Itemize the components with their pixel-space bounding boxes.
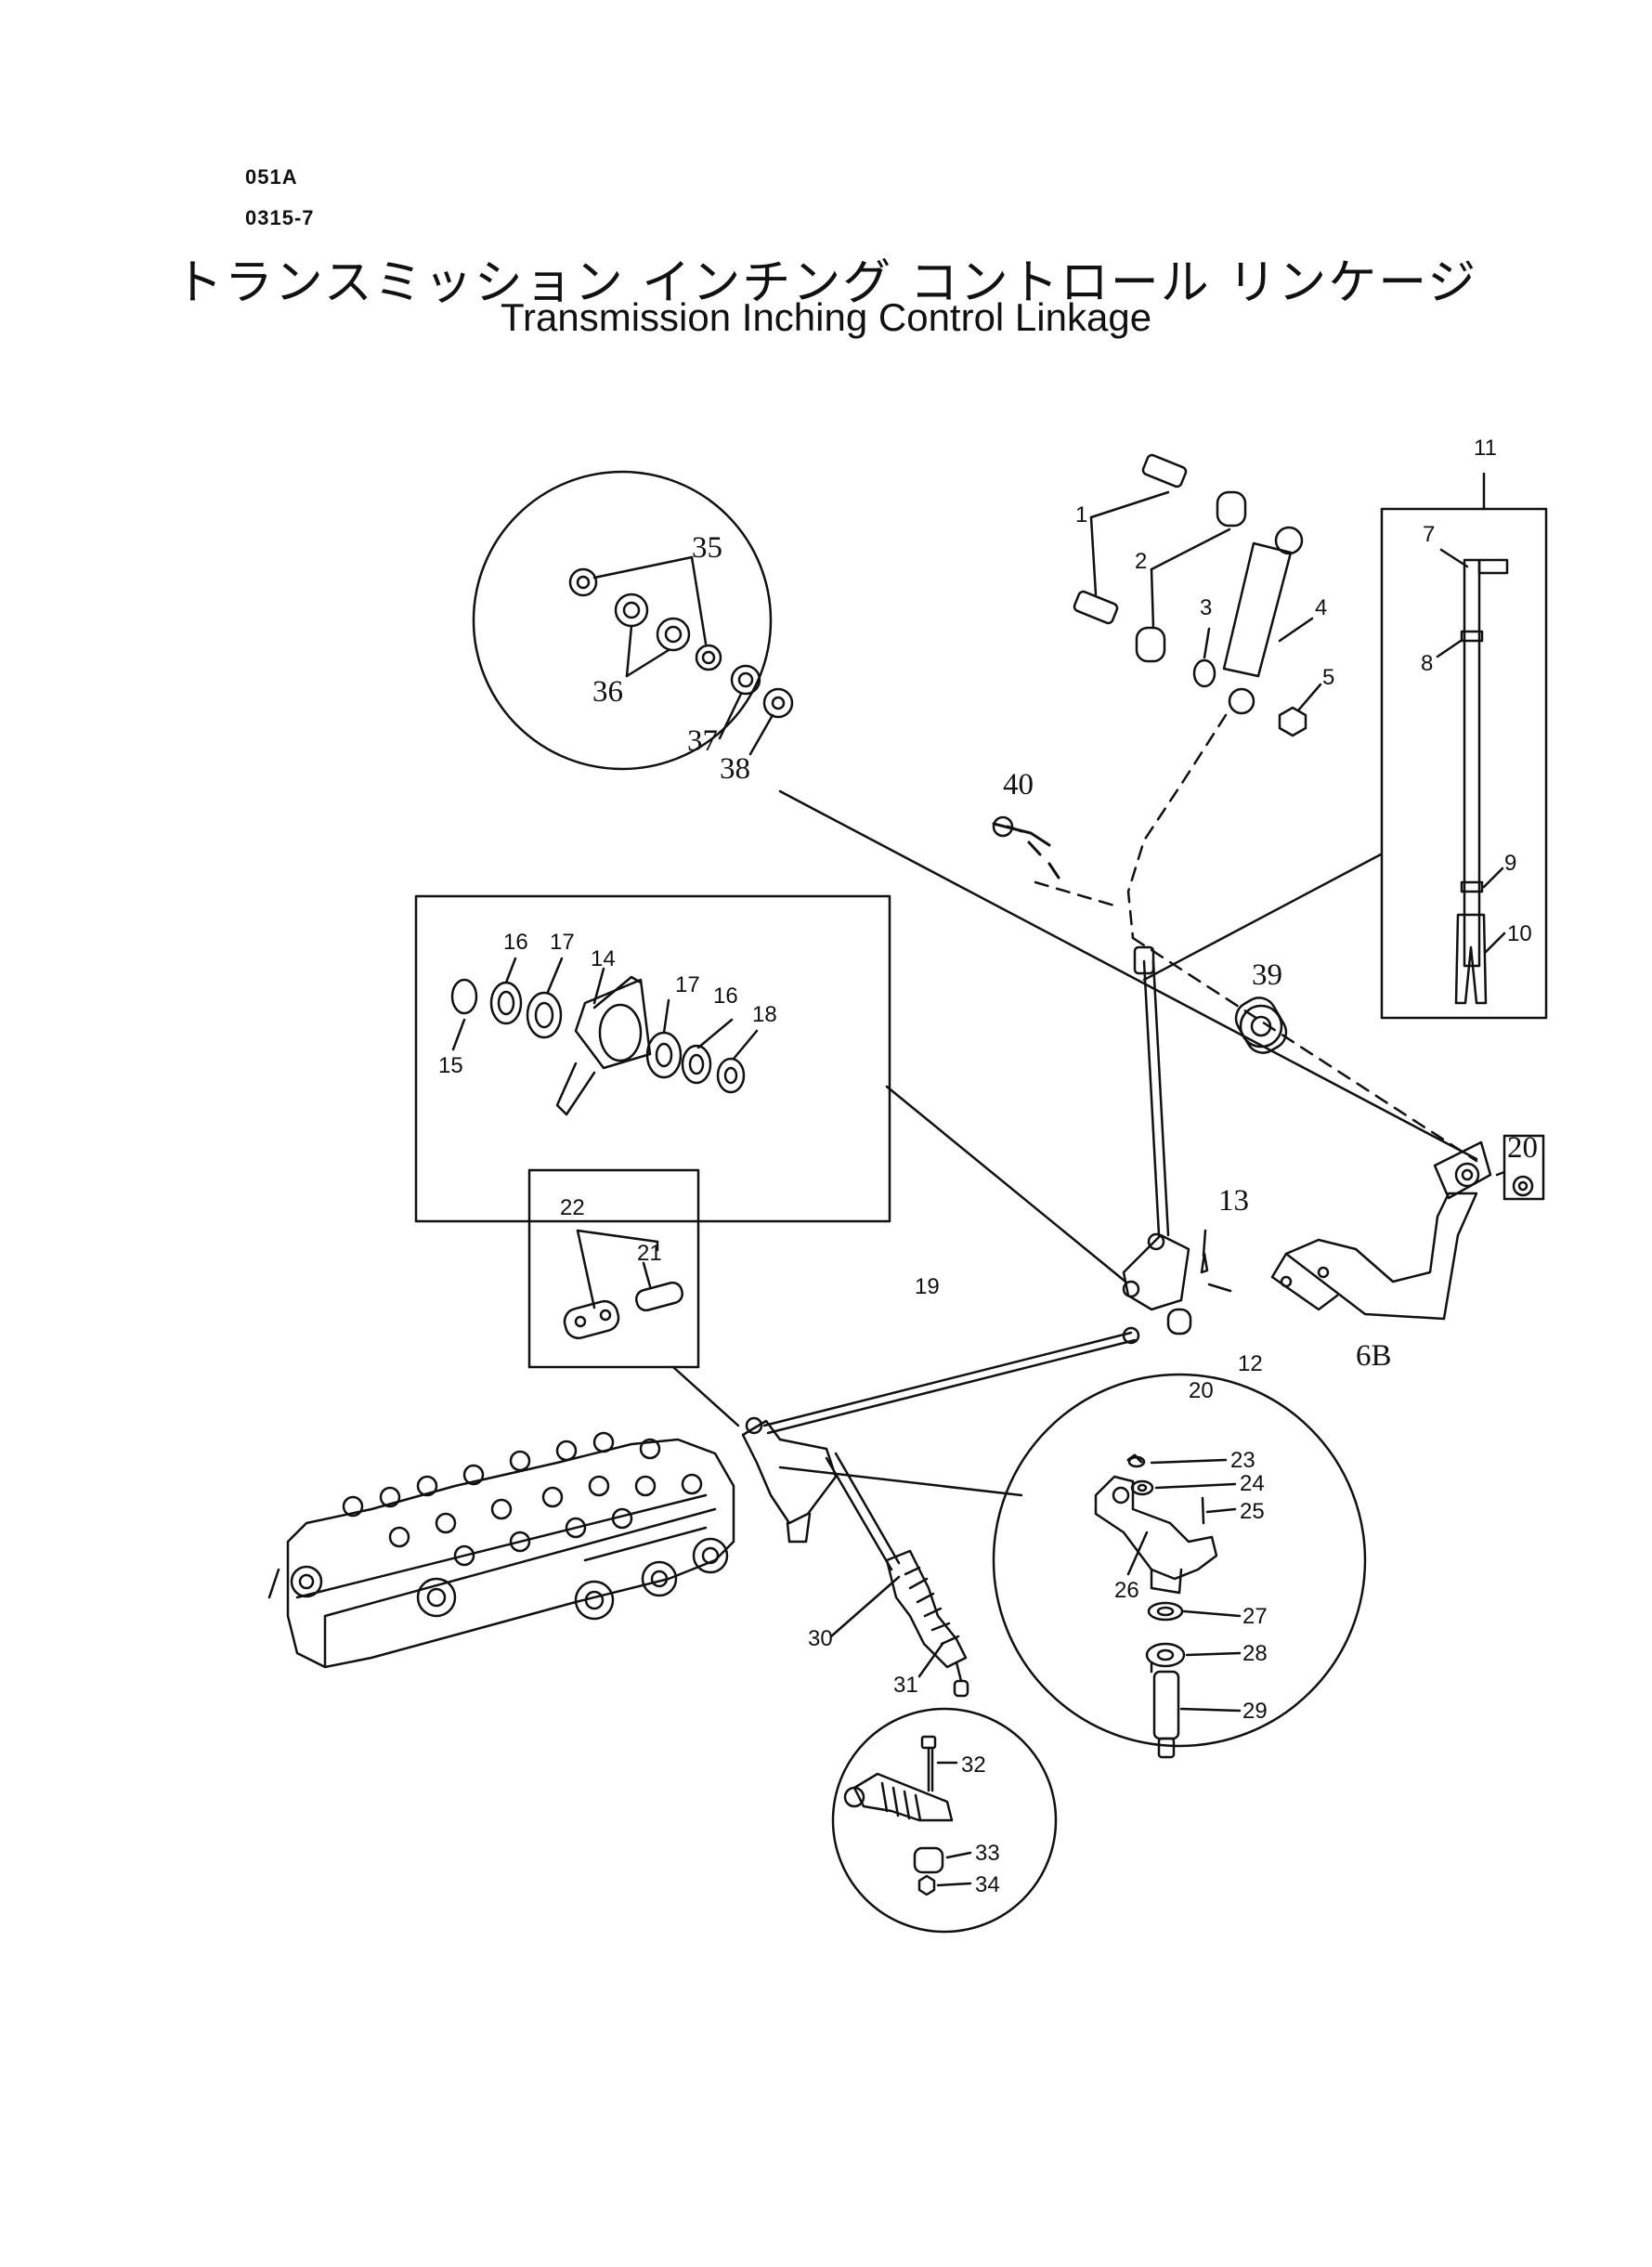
catalog-code-2: 0315-7 xyxy=(245,206,315,229)
callout-1: 1 xyxy=(1075,502,1087,528)
detail-box-rod xyxy=(1380,472,1548,1020)
damper-assembly xyxy=(1073,453,1322,940)
page-title-english: Transmission Inching Control Linkage xyxy=(500,295,1152,339)
page-title-japanese: トランスミッション インチング コントロール リンケージ xyxy=(174,255,1478,311)
callout-39: 39 xyxy=(1252,958,1282,992)
callout-31: 31 xyxy=(893,1673,918,1698)
callout-13: 13 xyxy=(1218,1184,1249,1218)
callout-32: 32 xyxy=(961,1752,986,1778)
detail-box-link xyxy=(527,1168,700,1369)
lower-lever-cable xyxy=(671,1365,1023,1698)
callout-23: 23 xyxy=(1230,1448,1255,1473)
callout-12: 12 xyxy=(1238,1351,1263,1376)
callout-27: 27 xyxy=(1242,1604,1268,1629)
callout-19: 19 xyxy=(915,1274,940,1299)
callout-17-b: 17 xyxy=(675,972,700,997)
detail-circle-nuts xyxy=(472,470,794,771)
callout-38: 38 xyxy=(720,752,750,786)
callout-30: 30 xyxy=(808,1626,833,1651)
callout-28: 28 xyxy=(1242,1641,1268,1666)
callout-17-a: 17 xyxy=(550,930,575,955)
callout-21: 21 xyxy=(637,1241,662,1266)
callout-33: 33 xyxy=(975,1841,1000,1866)
callout-5: 5 xyxy=(1322,665,1334,690)
callout-15: 15 xyxy=(438,1053,463,1078)
detail-circle-cable-end xyxy=(831,1707,1058,1934)
detail-circle-lever xyxy=(992,1373,1367,1759)
callout-22: 22 xyxy=(560,1195,585,1220)
callout-7: 7 xyxy=(1423,522,1435,547)
callout-labels: 1 2 3 4 5 6B 7 8 9 10 11 12 13 14 15 16 … xyxy=(438,436,1538,1897)
center-linkage xyxy=(762,789,1545,1435)
callout-20-b: 20 xyxy=(1507,1131,1538,1165)
callout-25: 25 xyxy=(1240,1499,1265,1524)
callout-40: 40 xyxy=(1003,768,1034,801)
callout-35: 35 xyxy=(692,531,722,565)
callout-29: 29 xyxy=(1242,1699,1268,1724)
callout-6b: 6B xyxy=(1356,1339,1392,1373)
catalog-code-1: 051A xyxy=(245,165,298,189)
callout-24: 24 xyxy=(1240,1471,1265,1496)
callout-20-a: 20 xyxy=(1189,1378,1214,1403)
callout-26: 26 xyxy=(1114,1578,1139,1603)
callout-9: 9 xyxy=(1504,851,1516,876)
callout-37: 37 xyxy=(687,724,718,758)
callout-10: 10 xyxy=(1507,921,1532,946)
callout-16-b: 16 xyxy=(713,984,738,1009)
callout-4: 4 xyxy=(1315,595,1327,620)
detail-box-lever xyxy=(414,894,891,1223)
callout-2: 2 xyxy=(1135,549,1147,574)
callout-16-a: 16 xyxy=(503,930,528,955)
callout-8: 8 xyxy=(1421,651,1433,676)
control-valve-body xyxy=(267,1431,735,1669)
callout-11: 11 xyxy=(1474,436,1497,461)
callout-36: 36 xyxy=(592,675,623,709)
callout-14: 14 xyxy=(591,946,616,971)
callout-18: 18 xyxy=(752,1002,777,1027)
callout-3: 3 xyxy=(1200,595,1212,620)
callout-34: 34 xyxy=(975,1872,1000,1897)
